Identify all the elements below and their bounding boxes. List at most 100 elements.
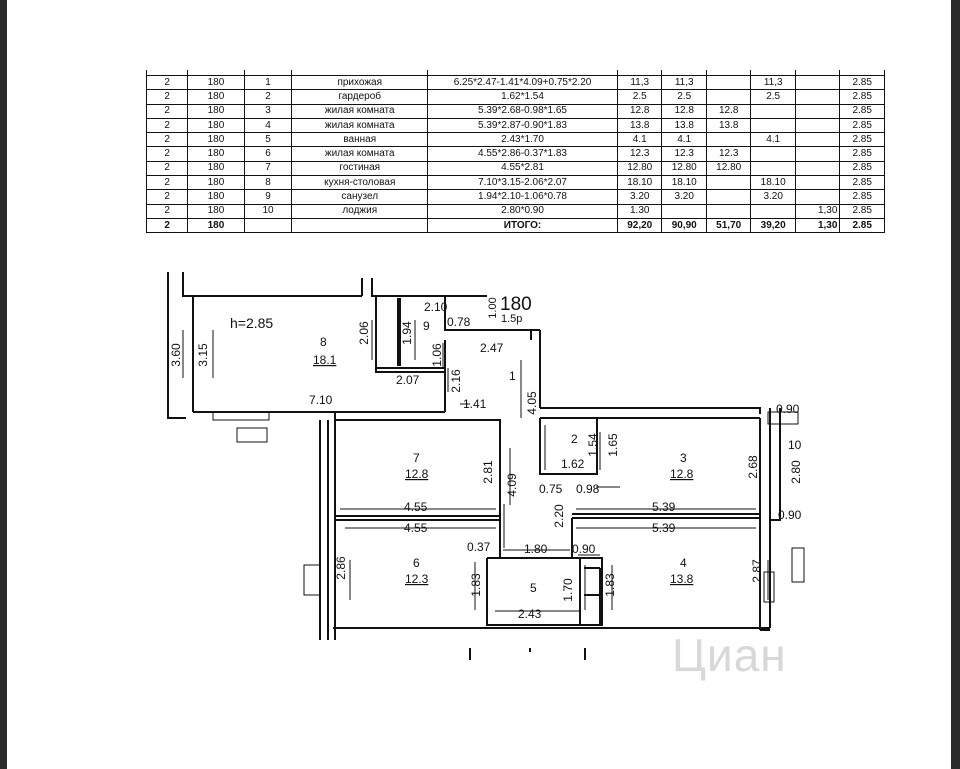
- cell-formula: ИТОГО:: [427, 217, 618, 234]
- cell-total: 12.3: [616, 146, 663, 162]
- dim-label: 0.90: [776, 402, 800, 416]
- cell-room: 7: [243, 160, 293, 177]
- dim-label: 2.47: [480, 341, 504, 355]
- dim-label: 0.78: [447, 315, 471, 329]
- wall-segment: [397, 298, 401, 366]
- wall-segment: [444, 296, 540, 331]
- cell-apt: 180: [187, 203, 245, 219]
- cell-living: 12.80: [705, 160, 752, 177]
- dim-label: 5.39: [652, 500, 676, 514]
- dim-label: 2.10: [424, 300, 448, 314]
- dim-label: 1.00: [487, 297, 499, 318]
- wall-segment: [167, 272, 186, 419]
- right-frame-edge: [951, 0, 960, 769]
- dim-label: 4.55: [404, 521, 428, 535]
- cell-loggia: [794, 160, 841, 177]
- cell-height: 2.85: [839, 117, 885, 134]
- wall-segment: [499, 518, 573, 558]
- wall-segment: [193, 278, 487, 297]
- cell-floor: 2: [145, 189, 189, 205]
- room-2-number: 2: [571, 432, 578, 446]
- cell-height: 2.85: [839, 217, 885, 234]
- cell-aux: 18.10: [750, 175, 796, 191]
- dim-label: 2.68: [746, 455, 760, 479]
- dim-label: 4.05: [525, 391, 539, 415]
- wall-segment: [375, 296, 445, 373]
- wall-segment: [540, 407, 761, 419]
- cell-formula: 1.94*2.10-1.06*0.78: [427, 189, 618, 205]
- cell-apt: 180: [187, 132, 245, 148]
- cell-floor: 2: [145, 217, 189, 234]
- dim-label: 1.80: [524, 542, 548, 556]
- wall-segment: [769, 408, 781, 521]
- dim-label: 2.20: [552, 504, 566, 528]
- cell-loggia: [794, 146, 841, 162]
- dim-label: 3.15: [196, 343, 210, 367]
- cell-height: 2.85: [839, 146, 885, 162]
- dim-label: 1.54: [586, 433, 600, 457]
- dim-label: 3.60: [169, 343, 183, 367]
- window-mark: [767, 411, 799, 425]
- room-6-area: 12.3: [405, 572, 429, 586]
- dim-label: 2.81: [481, 460, 495, 484]
- left-frame-edge: [0, 0, 7, 769]
- wall-segment: [469, 648, 586, 660]
- cell-name: санузел: [291, 189, 429, 205]
- cell-formula: 5.39*2.87-0.90*1.83: [427, 117, 618, 134]
- cell-height: 2.85: [839, 203, 885, 219]
- dim-label: 2.43: [518, 607, 542, 621]
- room-7-area: 12.8: [405, 467, 429, 481]
- dim-label: 5.39: [652, 521, 676, 535]
- cell-floor: 2: [145, 160, 189, 177]
- cell-living: 12.3: [705, 146, 752, 162]
- cell-height: 2.85: [839, 189, 885, 205]
- dim-label: 1.65: [606, 433, 620, 457]
- room-8-number: 8: [320, 335, 327, 349]
- window-mark: [212, 411, 270, 421]
- cell-apt: 180: [187, 175, 245, 191]
- cell-apt: 180: [187, 117, 245, 134]
- wall-segment: [539, 418, 598, 475]
- room-7-number: 7: [413, 451, 420, 465]
- dim-label: 2.06: [357, 321, 371, 345]
- entry-mark-label: 1.5р: [501, 313, 522, 325]
- cell-loggia: 1,30: [794, 217, 841, 234]
- cell-apt: 180: [187, 146, 245, 162]
- cell-loggia: [794, 189, 841, 205]
- room-4-area: 13.8: [670, 572, 694, 586]
- ceiling-height-label: h=2.85: [230, 315, 273, 331]
- dim-label: 2.07: [396, 373, 420, 387]
- dim-label: 2.16: [449, 369, 463, 393]
- dim-label: 1.83: [603, 573, 617, 597]
- cell-apt: 180: [187, 189, 245, 205]
- wall-segment: [579, 558, 601, 625]
- dim-label: 1.83: [469, 573, 483, 597]
- room-6-number: 6: [413, 556, 420, 570]
- window-mark: [791, 547, 805, 583]
- window-mark: [763, 571, 775, 603]
- dim-label: 1.41: [463, 397, 487, 411]
- cell-height: 2.85: [839, 160, 885, 177]
- dim-label: 0.90: [572, 542, 596, 556]
- cell-apt: 180: [187, 160, 245, 177]
- room-5-number: 5: [530, 581, 537, 595]
- room-4-number: 4: [680, 556, 687, 570]
- apartment-number-label: 180: [500, 294, 532, 315]
- cell-total: 1.30: [616, 203, 663, 219]
- dim-label: 0.98: [576, 482, 600, 496]
- wall-segment: [572, 513, 760, 519]
- cell-living-total: 3.20: [661, 189, 707, 205]
- watermark-logo: Циан: [672, 629, 787, 681]
- wall-segment: [335, 515, 500, 521]
- cell-loggia: [794, 132, 841, 148]
